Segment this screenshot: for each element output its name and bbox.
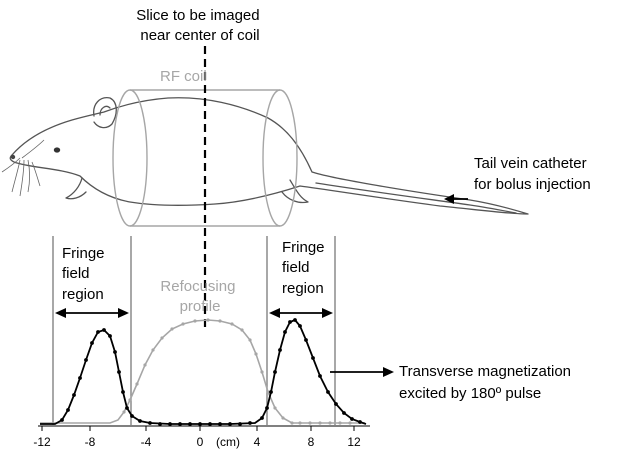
transverse-magnetization-profile	[40, 318, 367, 426]
transverse-magnetization-markers	[60, 318, 362, 426]
rat-nose	[10, 154, 16, 160]
transverse-magnetization-curve	[40, 318, 367, 425]
transverse-line-1: Transverse magnetization	[399, 363, 571, 380]
tick-label-0: 0	[197, 435, 204, 449]
fringe-left-line-1: Fringe	[62, 245, 105, 262]
fringe-left-line-2: field	[62, 265, 90, 282]
fringe-right-line-2: field	[282, 259, 310, 276]
tick-label-12: 12	[347, 435, 361, 449]
fringe-right-label: Fringe field region	[282, 239, 329, 297]
refocusing-profile	[40, 318, 365, 425]
x-axis: -12 -8 -4 0 (cm) 4 8 12	[33, 425, 370, 449]
refocusing-profile-markers	[122, 318, 352, 425]
x-axis-tick-marks	[41, 426, 355, 431]
rf-coil-left-rim	[112, 89, 148, 227]
refocusing-profile-curve	[40, 319, 365, 424]
fringe-right-line-1: Fringe	[282, 239, 325, 256]
rf-coil	[112, 89, 298, 227]
tick-label-8: 8	[308, 435, 315, 449]
axis-unit-label: (cm)	[216, 435, 240, 449]
fringe-right-line-3: region	[282, 280, 324, 297]
refocusing-line-2: profile	[180, 298, 221, 315]
fringe-left-line-3: region	[62, 286, 104, 303]
transverse-arrow	[330, 367, 394, 377]
fringe-left-label: Fringe field region	[62, 245, 109, 303]
tail-vein-label-line-1: Tail vein catheter	[474, 155, 587, 172]
tick-label-neg8: -8	[85, 435, 96, 449]
slice-label-line-2: near center of coil	[140, 27, 259, 44]
slice-label-line-1: Slice to be imaged	[136, 7, 259, 24]
tick-label-neg12: -12	[33, 435, 51, 449]
refocusing-line-1: Refocusing	[160, 278, 235, 295]
transverse-label: Transverse magnetization excited by 180º…	[399, 363, 575, 402]
tail-vein-label-line-2: for bolus injection	[474, 176, 591, 193]
rat-front-leg	[65, 177, 87, 200]
rat-body-outline	[9, 97, 529, 215]
fringe-left-arrow	[55, 308, 129, 318]
transverse-line-2: excited by 180º pulse	[399, 385, 541, 402]
tick-label-neg4: -4	[141, 435, 152, 449]
fringe-boundary-lines	[52, 236, 336, 425]
tail-vein-label: Tail vein catheter for bolus injection	[474, 155, 591, 193]
rat-whiskers	[1, 139, 45, 197]
rf-coil-right-rim	[262, 89, 298, 227]
rf-coil-label: RF coil	[160, 68, 207, 85]
tick-label-4: 4	[254, 435, 261, 449]
tail-vein-arrow	[444, 194, 468, 204]
rat-eye	[53, 147, 61, 153]
refocusing-label: Refocusing profile	[160, 278, 239, 315]
fringe-right-arrow	[269, 308, 333, 318]
slice-label: Slice to be imaged near center of coil	[136, 7, 264, 44]
rat-ear-inner	[99, 105, 111, 116]
rat-ear	[93, 97, 117, 129]
